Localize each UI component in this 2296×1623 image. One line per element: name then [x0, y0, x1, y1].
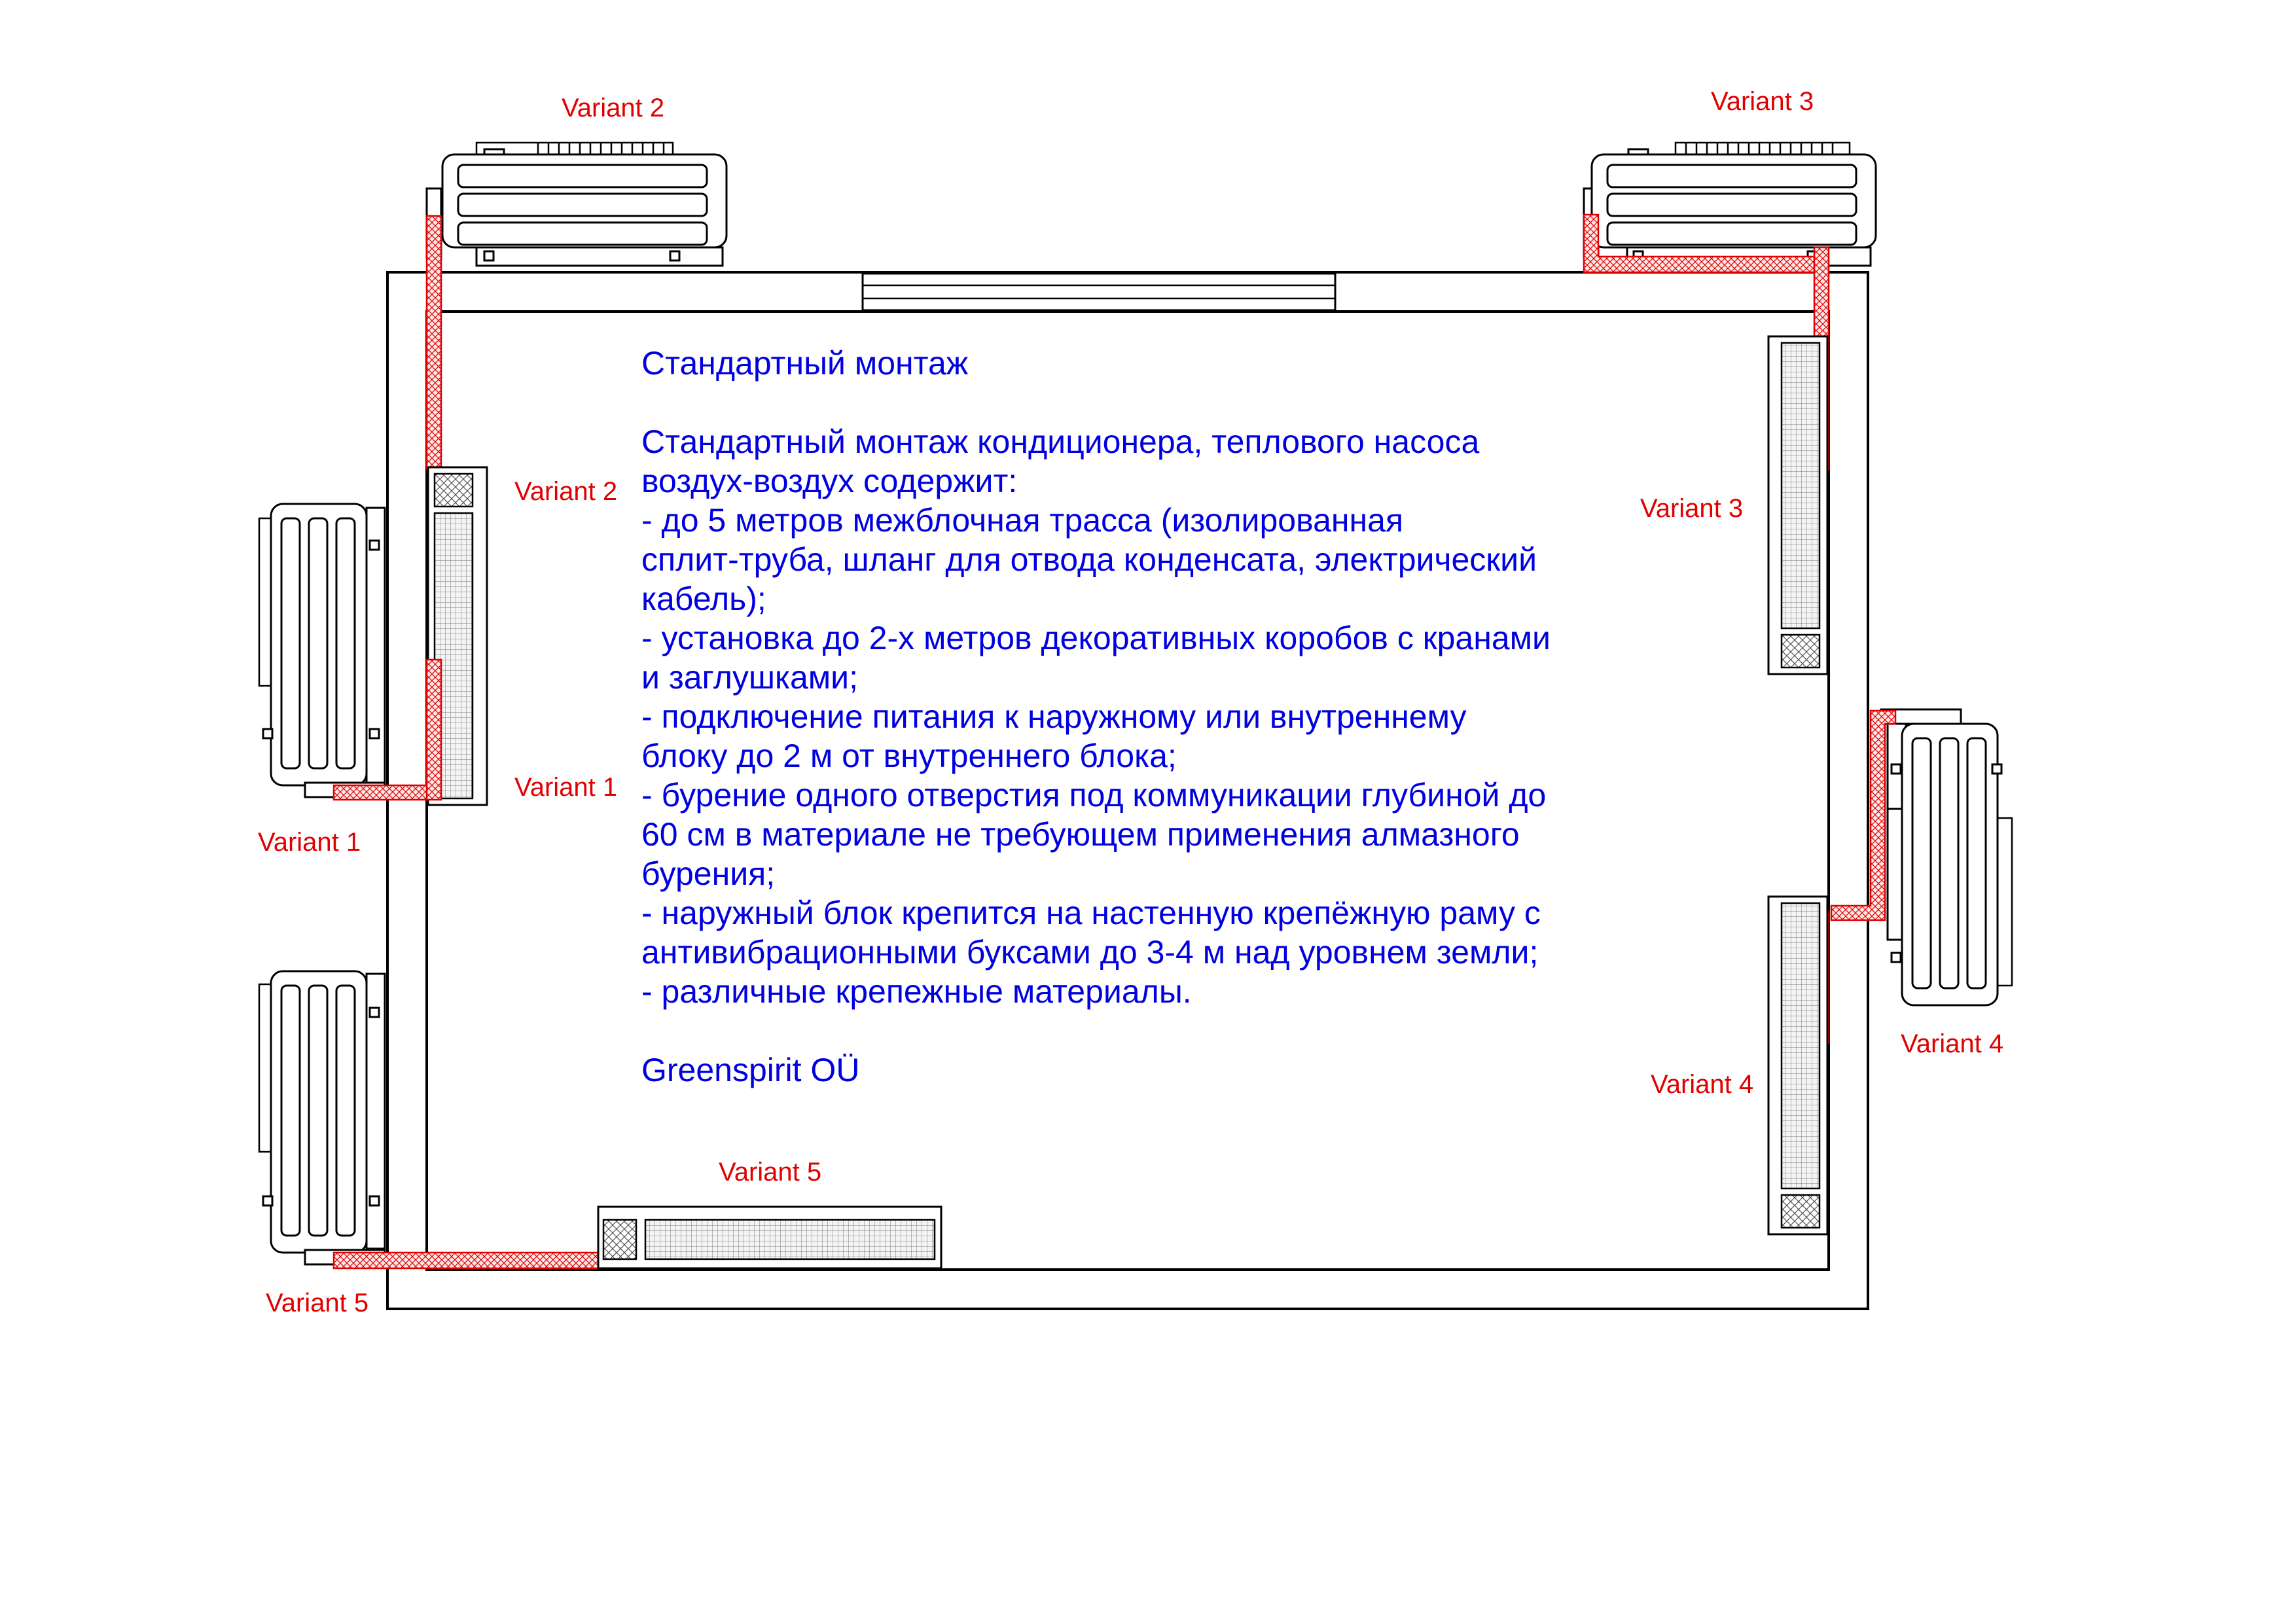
label-outdoor-variant-2: Variant 2	[562, 94, 664, 122]
description-line: - бурение одного отверстия под коммуника…	[641, 777, 1546, 813]
label-indoor-variant-1: Variant 1	[514, 773, 617, 802]
description-line: - установка до 2-х метров декоративных к…	[641, 620, 1551, 656]
description-line: сплит-труба, шланг для отвода конденсата…	[641, 541, 1537, 578]
label-indoor-variant-5: Variant 5	[719, 1158, 821, 1186]
description-line: воздух-воздух содержит:	[641, 463, 1017, 499]
company-name: Greenspirit OÜ	[641, 1052, 859, 1088]
description-title: Стандартный монтаж	[641, 345, 969, 382]
label-outdoor-variant-4: Variant 4	[1901, 1029, 2003, 1058]
description-line: бурения;	[641, 855, 775, 892]
pipe-variant-2	[425, 215, 442, 470]
description-line: антивибрационными буксами до 3-4 м над у…	[641, 934, 1538, 971]
indoor-unit-variant-4	[1767, 895, 1829, 1236]
label-outdoor-variant-5: Variant 5	[266, 1289, 368, 1317]
description-line: Стандартный монтаж кондиционера, теплово…	[641, 423, 1479, 460]
description-line: - различные крепежные материалы.	[641, 973, 1192, 1010]
label-indoor-variant-4: Variant 4	[1651, 1070, 1753, 1099]
description-block: Стандартный монтаж Стандартный монтаж ко…	[641, 345, 1551, 1088]
outdoor-unit-variant-3	[1583, 141, 1877, 267]
pipe-variant-1-indoor	[425, 658, 442, 801]
outdoor-unit-variant-4	[1880, 708, 2013, 1007]
description-line: - наружный блок крепится на настенную кр…	[641, 895, 1541, 931]
pipe-variant-4	[1830, 709, 1897, 921]
pipe-variant-1	[332, 784, 433, 801]
indoor-unit-variant-3	[1767, 335, 1829, 675]
description-line: и заглушками;	[641, 659, 858, 696]
indoor-unit-variant-5	[597, 1205, 942, 1270]
outdoor-unit-variant-2	[425, 141, 728, 267]
outdoor-unit-variant-1	[258, 503, 386, 798]
label-outdoor-variant-3: Variant 3	[1711, 87, 1814, 116]
description-line: кабель);	[641, 580, 766, 617]
outdoor-unit-variant-5	[258, 970, 386, 1266]
label-indoor-variant-2: Variant 2	[514, 477, 617, 506]
description-line: блоку до 2 м от внутреннего блока;	[641, 738, 1177, 774]
window	[861, 272, 1336, 312]
label-outdoor-variant-1: Variant 1	[258, 828, 361, 857]
pipe-variant-5	[332, 1251, 601, 1270]
description-line: 60 см в материале не требующем применени…	[641, 816, 1520, 853]
label-indoor-variant-3: Variant 3	[1640, 494, 1743, 523]
description-line: - подключение питания к наружному или вн…	[641, 698, 1467, 735]
description-line: - до 5 метров межблочная трасса (изолиро…	[641, 502, 1403, 539]
